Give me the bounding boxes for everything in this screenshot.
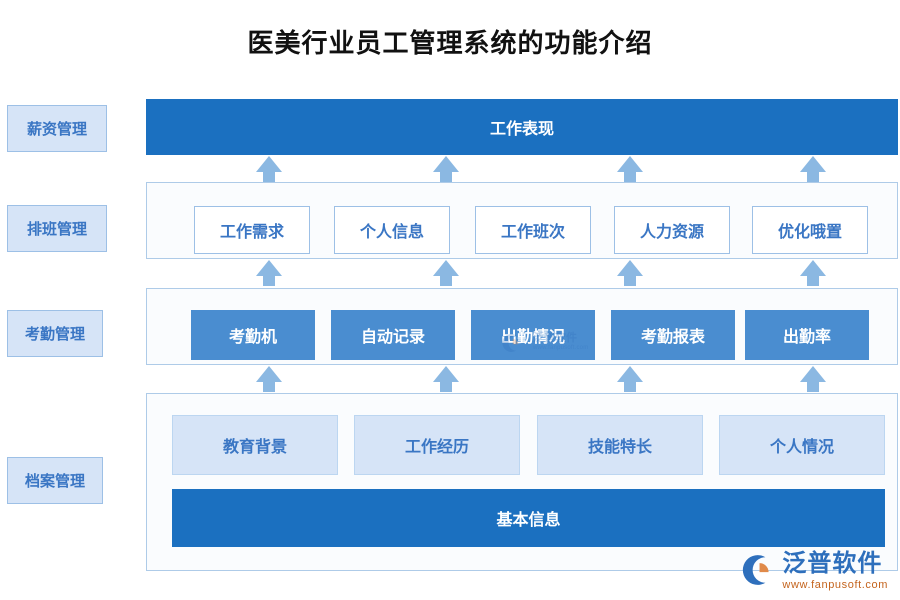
node-label: 教育背景 [222,439,287,456]
base-bar-label: 基本信息 [496,512,561,529]
brand-name: 泛普软件 [782,550,883,577]
flow-arrow-up [256,260,282,286]
flow-arrow-up [433,260,459,286]
node-attendance-report[interactable]: 考勤报表 [611,310,735,360]
sidebar-item-label: 排班管理 [26,221,87,238]
node-human-resources[interactable]: 人力资源 [614,206,730,254]
top-bar-work-performance[interactable]: 工作表现 [146,99,898,155]
flow-arrow-up [256,156,282,182]
sidebar-item-scheduling[interactable]: 排班管理 [7,205,107,252]
node-label: 考勤报表 [640,329,705,346]
flow-arrow-up [617,156,643,182]
node-label: 个人信息 [359,224,424,241]
node-label: 技能特长 [587,439,652,456]
sidebar-item-label: 考勤管理 [24,326,85,343]
flow-arrow-up [617,366,643,392]
node-label: 考勤机 [228,329,277,346]
node-auto-record[interactable]: 自动记录 [331,310,455,360]
node-label: 出勤情况 [500,329,565,346]
node-personal-info[interactable]: 个人信息 [334,206,450,254]
node-work-requirement[interactable]: 工作需求 [194,206,310,254]
node-attendance-machine[interactable]: 考勤机 [191,310,315,360]
node-label: 出勤率 [782,329,831,346]
node-label: 自动记录 [360,329,425,346]
node-label: 工作经历 [404,439,469,456]
node-skills-expertise[interactable]: 技能特长 [537,415,703,475]
flow-arrow-up [256,366,282,392]
brand-logo: 泛普软件 www.fanpusoft.com [742,551,888,592]
flow-arrow-up [433,156,459,182]
node-attendance-rate[interactable]: 出勤率 [745,310,869,360]
node-attendance-status[interactable]: 出勤情况 [471,310,595,360]
node-optimize-placement[interactable]: 优化哦置 [752,206,868,254]
sidebar-item-archive[interactable]: 档案管理 [7,457,103,504]
node-education-background[interactable]: 教育背景 [172,415,338,475]
node-personal-situation[interactable]: 个人情况 [719,415,885,475]
brand-url: www.fanpusoft.com [782,579,888,591]
base-bar-basic-info[interactable]: 基本信息 [172,489,885,547]
flow-arrow-up [433,366,459,392]
page-title: 医美行业员工管理系统的功能介绍 [247,28,653,58]
flow-arrow-up [800,366,826,392]
sidebar-item-attendance[interactable]: 考勤管理 [7,310,103,357]
fanpu-logo-icon [743,555,769,585]
node-label: 优化哦置 [777,224,842,241]
node-work-experience[interactable]: 工作经历 [354,415,520,475]
node-work-shift[interactable]: 工作班次 [475,206,591,254]
flow-arrow-up [800,260,826,286]
flow-arrow-up [617,260,643,286]
node-label: 工作需求 [219,224,284,241]
node-label: 个人情况 [769,439,834,456]
sidebar-item-label: 档案管理 [24,473,85,490]
sidebar-item-label: 薪资管理 [26,121,87,138]
node-label: 人力资源 [639,224,704,241]
top-bar-label: 工作表现 [489,121,554,138]
flow-arrow-up [800,156,826,182]
node-label: 工作班次 [500,224,565,241]
sidebar-item-salary[interactable]: 薪资管理 [7,105,107,152]
